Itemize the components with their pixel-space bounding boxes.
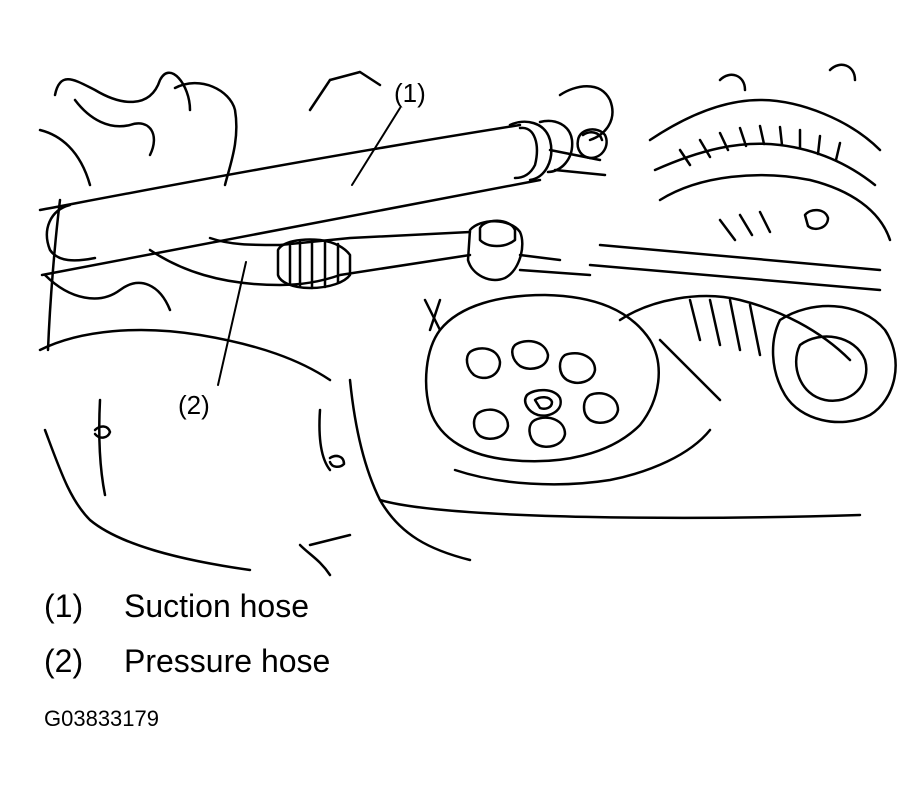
suction-fitting-bolt: [578, 129, 607, 158]
legend-item: (1) Suction hose: [44, 588, 330, 643]
engine-block-outline: [40, 72, 470, 575]
callout-1-label: (1): [394, 78, 426, 108]
line-drawing: [0, 0, 917, 590]
legend-text: Suction hose: [124, 588, 310, 624]
legend-item: (2) Pressure hose: [44, 643, 330, 698]
callout-2-label: (2): [178, 390, 210, 420]
callout-1-leader: [352, 108, 400, 185]
figure-id: G03833179: [44, 706, 159, 731]
legend-number: (1): [44, 588, 84, 624]
belt-and-tensioner-outline: [560, 65, 896, 422]
legend-text: Pressure hose: [124, 643, 331, 679]
pressure-hose: [150, 221, 590, 288]
suction-hose: [40, 121, 605, 275]
legend-number: (2): [44, 643, 84, 679]
pulley: [380, 295, 860, 518]
legend: (1) Suction hose (2) Pressure hose: [44, 588, 330, 698]
engine-bay-illustration: [0, 0, 917, 590]
callout-2-leader: [218, 262, 246, 385]
